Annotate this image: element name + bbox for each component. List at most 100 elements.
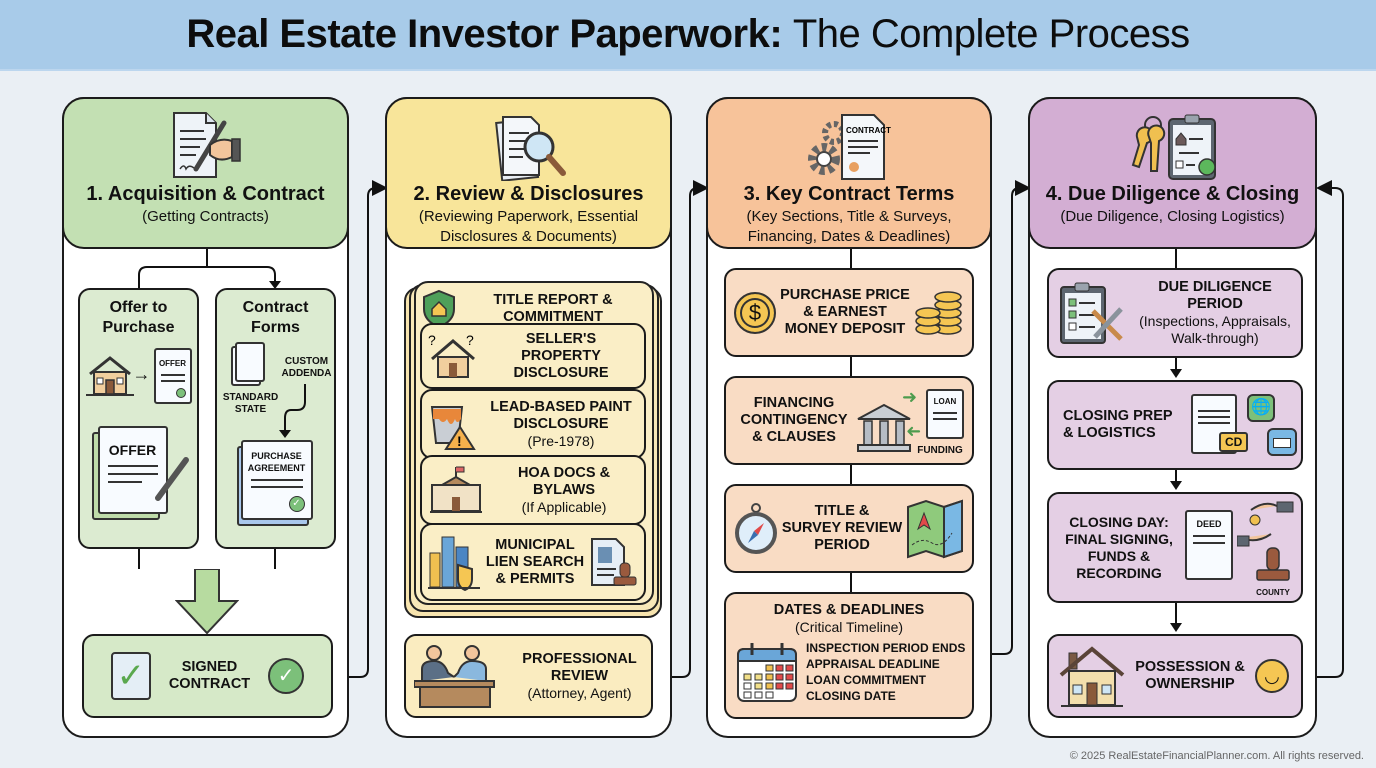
globe-icon: 🌐 [1247,394,1275,422]
forms-title-2: Forms [251,319,300,336]
offer-doc-small-icon: OFFER [153,348,192,404]
deadline-list: INSPECTION PERIOD ENDS APPRAISAL DEADLIN… [806,640,965,704]
column-header: 2. Review & Disclosures (Reviewing Paper… [385,97,672,249]
keys-checklist-icon [1131,114,1216,180]
page-title: Real Estate Investor Paperwork: The Comp… [186,12,1190,57]
smiley-icon: ◡ [1255,659,1289,693]
house-icon [1059,646,1125,707]
column-subtitle-2: Financing, Dates & Deadlines) [747,228,951,245]
column-header: 4. Due Diligence & Closing (Due Diligenc… [1028,97,1317,249]
hoa-building-icon [430,466,482,513]
dates-note: (Critical Timeline) [794,619,904,635]
disclosure-label: HOA DOCS &BYLAWS(If Applicable) [517,464,611,515]
offer-doc-big-label: OFFER [108,442,157,458]
disclosure-hoa-docs: HOA DOCS &BYLAWS(If Applicable) [420,455,646,525]
arrow-icon: → [132,364,151,384]
page-header: Real Estate Investor Paperwork: The Comp… [0,0,1376,71]
deed-label: DEED [1196,518,1222,529]
arrow-right-icon: ➜ [902,386,918,407]
standard-forms-icon-front [234,342,265,382]
cd-badge: CD [1219,432,1249,452]
bank-icon [857,403,911,452]
dates-title: DATES & DEADLINES [773,602,925,618]
column-key-terms: CONTRACT 3. Key Contract Terms (Key Sect… [706,97,992,738]
closing-prep-card: CLOSING PREP& LOGISTICS CD 🌐 [1047,380,1303,470]
gears-contract-icon: CONTRACT [808,114,891,180]
deadline-item: INSPECTION PERIOD ENDS [806,641,966,655]
column-title: 2. Review & Disclosures [413,183,644,205]
column-subtitle: (Getting Contracts) [142,208,269,225]
offer-title-1: Offer to [109,299,168,316]
disclosure-title-report: TITLE REPORT &COMMITMENT [414,281,650,337]
column-header: 1. Acquisition & Contract (Getting Contr… [62,97,349,249]
disclosure-label: TITLE REPORT &COMMITMENT [493,292,613,325]
offer-doc-small-label: OFFER [158,359,187,368]
arrow-left-icon: ➜ [906,420,922,441]
deadline-item: CLOSING DATE [806,689,896,703]
column-due-diligence: 4. Due Diligence & Closing (Due Diligenc… [1028,97,1317,738]
deed-doc-icon: DEED [1185,509,1233,580]
checklist-tools-icon [1060,282,1123,344]
title-bold: Real Estate Investor Paperwork: [186,12,783,56]
checkbox-icon: ✓ [110,652,151,700]
column-review: 2. Review & Disclosures (Reviewing Paper… [385,97,672,738]
house-question-icon: ?? [428,332,475,378]
title-light: The Complete Process [792,12,1190,56]
closing-day-label: CLOSING DAY:FINAL SIGNING,FUNDS &RECORDI… [1065,513,1173,581]
keys-handoff-icon [1237,501,1294,546]
svg-text:?: ? [428,332,436,348]
loan-label: LOAN [933,396,957,406]
funding-label: FUNDING [917,444,963,456]
svg-text:?: ? [466,332,474,348]
offer-title-2: Purchase [102,319,175,336]
column-subtitle-2: Disclosures & Documents) [440,228,617,245]
compass-icon [735,502,777,554]
possession-ownership-card: POSSESSION &OWNERSHIP ◡ [1047,634,1303,718]
column-title: 4. Due Diligence & Closing [1045,183,1300,205]
column-subtitle: (Due Diligence, Closing Logistics) [1060,208,1285,225]
deadline-item: LOAN COMMITMENT [806,673,926,687]
credit-card-icon [1267,428,1297,456]
county-stamp-icon [1256,546,1290,581]
closing-day-card: CLOSING DAY:FINAL SIGNING,FUNDS &RECORDI… [1047,492,1303,603]
loan-doc-icon: LOAN [926,388,964,439]
column-title: 1. Acquisition & Contract [86,183,325,205]
map-icon [907,499,963,558]
deadline-item: APPRAISAL DEADLINE [806,657,940,671]
magnifier-documents-icon [494,116,566,181]
dates-deadlines-card: DATES & DEADLINES (Critical Timeline) IN… [724,592,974,719]
column-subtitle-1: (Key Sections, Title & Surveys, [746,208,952,225]
contract-icon-label: CONTRACT [846,126,891,135]
closing-prep-label: CLOSING PREP& LOGISTICS [1063,408,1173,441]
coin-stack-icon [915,290,962,335]
permit-stamp-icon [591,538,637,586]
county-label: COUNTY [1256,587,1290,597]
closing-disclosure-doc-icon [1191,394,1237,454]
check-circle-icon: ✓ [268,658,305,694]
column-title: 3. Key Contract Terms [743,183,955,205]
handshake-icon [414,645,495,708]
check-circle-icon: ✓ [288,496,305,512]
big-down-arrow-icon [175,569,239,635]
house-icon [85,356,134,396]
